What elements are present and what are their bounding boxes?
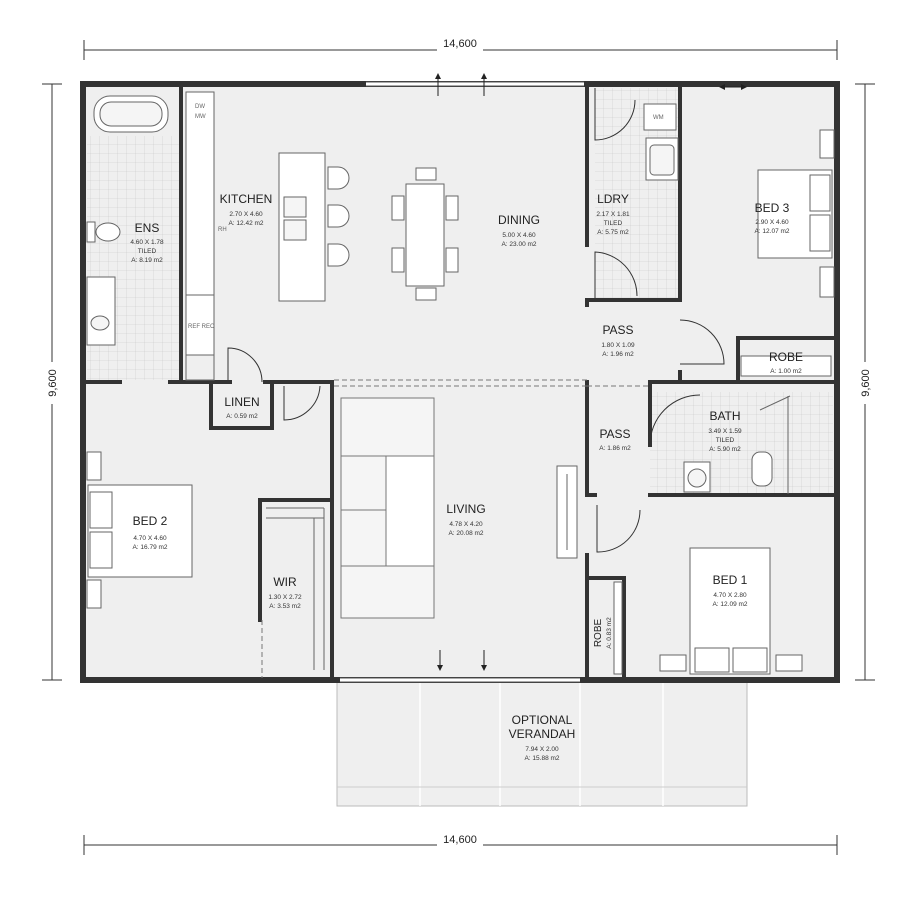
svg-text:A: 1.00 m2: A: 1.00 m2 (770, 368, 802, 375)
svg-text:A: 0.83 m2: A: 0.83 m2 (606, 617, 613, 649)
svg-text:TILED: TILED (604, 220, 623, 227)
svg-text:5.00 X 4.60: 5.00 X 4.60 (502, 232, 536, 239)
room-pass1: PASS 1.80 X 1.09 A: 1.96 m2 (601, 323, 635, 358)
svg-text:VERANDAH: VERANDAH (509, 727, 576, 741)
svg-text:BED 1: BED 1 (713, 573, 748, 587)
room-ldry: LDRY 2.17 X 1.81 TILED A: 5.75 m2 (596, 192, 630, 236)
bed3-furniture (757, 129, 835, 298)
living-sofa (340, 397, 435, 619)
laundry-fixtures (643, 103, 679, 181)
svg-text:A: 16.79 m2: A: 16.79 m2 (132, 544, 167, 551)
svg-text:BED 3: BED 3 (755, 201, 790, 215)
room-bed1: BED 1 4.70 X 2.80 A: 12.09 m2 (712, 573, 747, 608)
robe2-rail (613, 581, 623, 675)
internal-walls (84, 84, 836, 682)
label-dw: DW (195, 104, 205, 110)
svg-text:2.17 X 1.81: 2.17 X 1.81 (596, 211, 630, 218)
svg-text:A: 12.09 m2: A: 12.09 m2 (712, 601, 747, 608)
svg-text:7.94 X 2.00: 7.94 X 2.00 (525, 746, 559, 753)
svg-text:LINEN: LINEN (224, 395, 259, 409)
ensuite-fixtures (86, 95, 169, 346)
svg-text:LDRY: LDRY (597, 192, 629, 206)
svg-text:A: 5.90 m2: A: 5.90 m2 (709, 446, 741, 453)
doors (227, 88, 725, 553)
dim-right: 9,600 (860, 369, 872, 397)
label-rh: RH (218, 227, 227, 233)
svg-text:BATH: BATH (709, 409, 740, 423)
svg-text:LIVING: LIVING (446, 502, 485, 516)
svg-text:A: 1.86 m2: A: 1.86 m2 (599, 445, 631, 452)
svg-text:4.70 X 4.60: 4.70 X 4.60 (133, 535, 167, 542)
label-refrec: REF REC (188, 324, 215, 330)
svg-text:A: 23.00 m2: A: 23.00 m2 (501, 241, 536, 248)
tv-unit (556, 465, 578, 559)
svg-text:TILED: TILED (138, 248, 157, 255)
svg-text:A: 0.59 m2: A: 0.59 m2 (226, 413, 258, 420)
room-ens: ENS 4.60 X 1.78 TILED A: 8.19 m2 (130, 221, 164, 264)
svg-text:A: 3.53 m2: A: 3.53 m2 (269, 603, 301, 610)
room-pass2: PASS A: 1.86 m2 (599, 427, 631, 452)
dim-bottom: 14,600 (443, 834, 477, 846)
svg-text:ROBE: ROBE (769, 350, 803, 364)
bed1-furniture (659, 547, 803, 675)
room-robe1: ROBE A: 1.00 m2 (769, 350, 803, 375)
svg-text:DINING: DINING (498, 213, 540, 227)
svg-text:1.30 X 2.72: 1.30 X 2.72 (268, 594, 302, 601)
svg-text:A: 8.19 m2: A: 8.19 m2 (131, 257, 163, 264)
svg-text:4.60 X 1.78: 4.60 X 1.78 (130, 239, 164, 246)
svg-text:PASS: PASS (602, 323, 633, 337)
room-bed2: BED 2 4.70 X 4.60 A: 16.79 m2 (132, 514, 167, 551)
bath-tiles (650, 392, 833, 496)
svg-text:2.70 X 4.60: 2.70 X 4.60 (229, 211, 263, 218)
bath-fixtures (683, 395, 791, 494)
svg-text:4.70 X 2.80: 4.70 X 2.80 (713, 592, 747, 599)
room-kitchen: KITCHEN 2.70 X 4.60 A: 12.42 m2 (220, 192, 273, 227)
dim-left: 9,600 (47, 369, 59, 397)
dining-table (391, 167, 459, 301)
svg-text:4.78 X 4.20: 4.78 X 4.20 (449, 521, 483, 528)
bed2-furniture (86, 451, 193, 609)
svg-text:ENS: ENS (135, 221, 160, 235)
verandah (336, 679, 748, 807)
svg-text:A: 5.75 m2: A: 5.75 m2 (597, 229, 629, 236)
room-linen: LINEN A: 0.59 m2 (224, 395, 259, 420)
robe1-rail (740, 355, 832, 377)
svg-text:A: 12.07 m2: A: 12.07 m2 (754, 228, 789, 235)
kitchen-fixtures (185, 91, 350, 381)
svg-text:TILED: TILED (716, 437, 735, 444)
svg-text:PASS: PASS (599, 427, 630, 441)
label-wm: WM (653, 115, 664, 121)
svg-text:3.49 X 1.59: 3.49 X 1.59 (708, 428, 742, 435)
svg-text:1.80 X 1.09: 1.80 X 1.09 (601, 342, 635, 349)
svg-text:BED 2: BED 2 (133, 514, 168, 528)
room-robe2: ROBE A: 0.83 m2 (593, 617, 613, 649)
svg-text:A: 20.08 m2: A: 20.08 m2 (448, 530, 483, 537)
svg-text:A: 12.42 m2: A: 12.42 m2 (228, 220, 263, 227)
svg-text:A: 15.88 m2: A: 15.88 m2 (524, 755, 559, 762)
room-bed3: BED 3 2.90 X 4.60 A: 12.07 m2 (754, 201, 789, 235)
svg-text:OPTIONAL: OPTIONAL (512, 713, 573, 727)
room-verandah: OPTIONAL VERANDAH 7.94 X 2.00 A: 15.88 m… (509, 713, 576, 762)
svg-text:WIR: WIR (273, 575, 297, 589)
svg-text:KITCHEN: KITCHEN (220, 192, 273, 206)
room-dining: DINING 5.00 X 4.60 A: 23.00 m2 (498, 213, 540, 248)
room-wir: WIR 1.30 X 2.72 A: 3.53 m2 (268, 575, 302, 610)
svg-text:A: 1.96 m2: A: 1.96 m2 (602, 351, 634, 358)
dim-top: 14,600 (443, 38, 477, 50)
label-mw: MW (195, 114, 206, 120)
svg-text:ROBE: ROBE (593, 619, 604, 648)
room-living: LIVING 4.78 X 4.20 A: 20.08 m2 (446, 502, 485, 537)
svg-text:2.90 X 4.60: 2.90 X 4.60 (755, 219, 789, 226)
room-bath: BATH 3.49 X 1.59 TILED A: 5.90 m2 (708, 409, 742, 453)
